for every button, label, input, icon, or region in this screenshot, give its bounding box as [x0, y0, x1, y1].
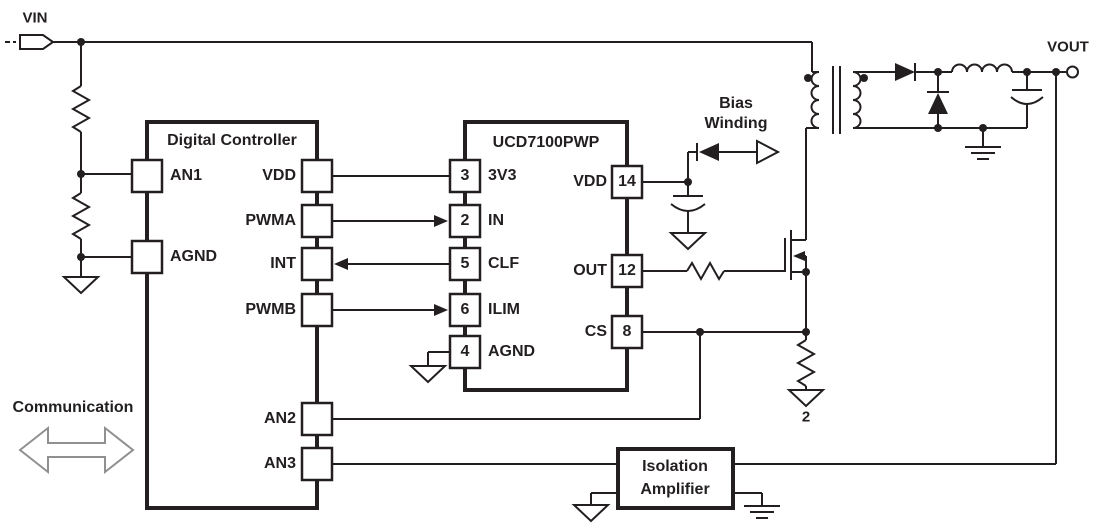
agnd-pin-ground — [408, 351, 450, 384]
digital-controller-title: Digital Controller — [167, 132, 297, 149]
gate-resistor — [686, 260, 725, 282]
ucd7100pwp-title: UCD7100PWP — [492, 134, 600, 151]
input-rail — [53, 41, 819, 73]
polarity-dot — [860, 74, 868, 82]
arrowhead-right-icon — [434, 215, 448, 227]
pin-square-3 — [448, 158, 482, 194]
ucd-pin-label-agnd: AGND — [488, 343, 536, 360]
mosfet — [784, 128, 807, 332]
bias-winding-label-line1: Bias — [719, 95, 753, 112]
ground-symbol — [408, 365, 448, 384]
ucd-pin-number-2: 2 — [460, 212, 470, 229]
ucd-pin-number-4: 4 — [460, 343, 470, 360]
ucd-pin-label-ilim: ILIM — [488, 301, 520, 318]
pin-label-pwma: PWMA — [245, 212, 296, 229]
vout-terminal — [1066, 65, 1079, 79]
secondary-winding — [852, 71, 862, 129]
isolation-amplifier-label-line1: Isolation — [642, 458, 708, 475]
vout-label: VOUT — [1047, 38, 1089, 56]
pin-label-an3: AN3 — [263, 455, 296, 472]
ucd-pin-label-3v3: 3V3 — [488, 167, 517, 184]
pin-square-agnd — [130, 239, 164, 275]
bias-diode-icon — [699, 143, 719, 161]
arrowhead-left-icon — [334, 258, 348, 270]
divider-resistor-bottom — [70, 192, 92, 240]
ucd-pin-label-in: IN — [488, 212, 504, 229]
divider-resistor-top — [70, 85, 92, 133]
pin-label-int: INT — [270, 255, 296, 272]
communication-label: Communication — [12, 399, 134, 416]
ground-symbol — [571, 504, 611, 523]
earth-ground-symbol — [965, 128, 1001, 160]
pin-square-an3 — [300, 446, 334, 482]
off-page-arrow-icon — [756, 139, 781, 165]
arrowhead-right-icon — [434, 304, 448, 316]
pin-label-an2: AN2 — [263, 410, 296, 427]
ucd-pin-number-14: 14 — [618, 173, 636, 190]
ucd-pin-label-clf: CLF — [488, 255, 520, 272]
pin-square-4 — [448, 334, 482, 370]
pin-square-an1 — [130, 158, 164, 194]
current-sense-resistor — [786, 332, 826, 408]
bias-winding-label-line2: Winding — [704, 115, 768, 132]
pin-square-an2 — [300, 401, 334, 437]
ucd-pin-number-8: 8 — [622, 323, 632, 340]
mosfet-arrow-icon — [793, 251, 805, 261]
output-inductor — [951, 63, 1013, 73]
mosfet-source — [791, 271, 807, 332]
ucd-pin-number-5: 5 — [460, 255, 470, 272]
junction-dots — [77, 38, 1060, 336]
primary-winding — [810, 71, 820, 129]
bias-circuit — [643, 139, 781, 251]
controller-driver-wires — [332, 175, 450, 316]
pin-label-pwmb: PWMB — [245, 301, 296, 318]
pin-square-14 — [610, 164, 644, 200]
transformer — [804, 66, 868, 134]
polarity-dot — [804, 74, 812, 82]
pin-label-vdd: VDD — [262, 167, 296, 184]
transformer-core — [832, 66, 841, 134]
mosfet-drain — [791, 128, 807, 241]
pin-square-2 — [448, 203, 482, 239]
sense-resistor-value-label: 2 — [801, 408, 811, 426]
earth-ground-symbol — [744, 505, 780, 519]
pin-square-pwmb — [300, 292, 334, 328]
communication-arrow-icon — [18, 425, 135, 475]
pin-square-vdd — [300, 158, 334, 194]
isolation-amplifier-grounds — [571, 492, 780, 523]
wire-an2 — [332, 332, 701, 420]
input-voltage-divider — [61, 42, 132, 295]
output-cap-curved-plate — [1010, 96, 1044, 105]
freewheel-diode-icon — [928, 93, 948, 114]
ucd-pin-label-vdd: VDD — [573, 173, 607, 190]
isolation-amplifier-label-line2: Amplifier — [640, 481, 710, 498]
pin-square-pwma — [300, 203, 334, 239]
pin-square-12 — [610, 253, 644, 289]
pin-square-5 — [448, 246, 482, 282]
pin-label-an1: AN1 — [170, 167, 203, 184]
vin-label: VIN — [22, 9, 48, 27]
pin-square-8 — [610, 314, 644, 350]
pin-square-int — [300, 246, 334, 282]
vin-terminal — [5, 34, 55, 50]
isolation-amplifier-box — [616, 447, 735, 510]
pin-label-agnd: AGND — [170, 248, 218, 265]
output-filter — [951, 63, 1066, 160]
ground-symbol — [668, 232, 708, 251]
rectifier-diode-icon — [895, 63, 915, 81]
ucd-pin-number-6: 6 — [460, 301, 470, 318]
ucd-pin-label-cs: CS — [584, 323, 607, 340]
pin-square-6 — [448, 292, 482, 328]
feedback-path — [733, 72, 1057, 465]
gate-drive — [643, 260, 785, 282]
pin-squares — [130, 158, 644, 482]
bias-cap-curved-plate — [670, 203, 706, 212]
ucd-pin-label-out: OUT — [573, 262, 607, 279]
sense-routing — [332, 331, 806, 465]
ucd-pin-number-12: 12 — [618, 262, 636, 279]
ground-symbol — [786, 389, 826, 408]
ground-symbol — [61, 276, 101, 295]
ucd-pin-number-3: 3 — [460, 167, 470, 184]
